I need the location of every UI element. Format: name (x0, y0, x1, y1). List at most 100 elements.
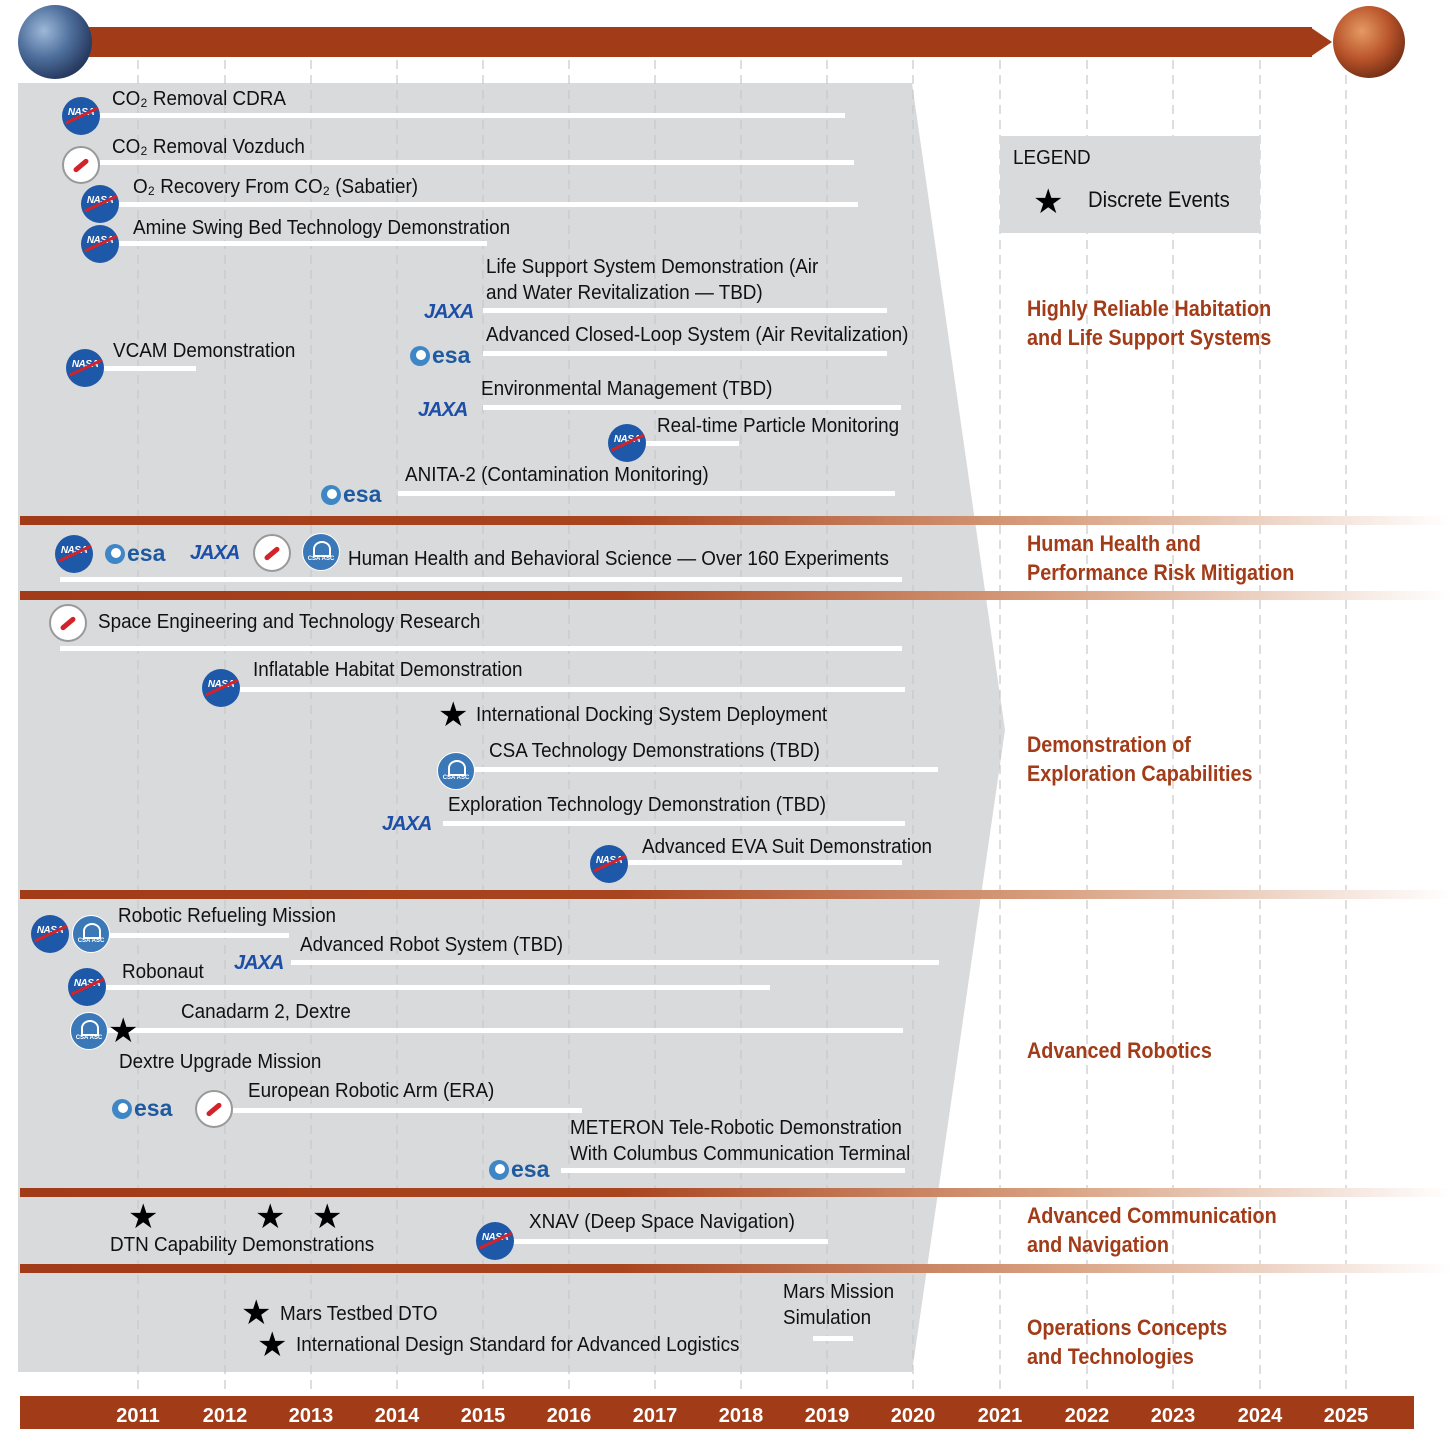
bar-particle (643, 441, 739, 446)
nasa-logo-icon: NASA (62, 97, 100, 135)
csa-logo-icon: CSA ASC (437, 752, 475, 790)
mars-globe-icon (1333, 6, 1405, 78)
year-label: 2016 (546, 1405, 592, 1427)
nasa-logo-icon: NASA (55, 535, 93, 573)
bar-meteron (561, 1168, 905, 1173)
jaxa-logo-icon: JAXA (382, 813, 432, 835)
item-env: Environmental Management (TBD) (481, 377, 773, 400)
item-canadarm: Canadarm 2, Dextre (181, 1000, 351, 1023)
item-o2-recovery: O₂ Recovery From CO₂ (Sabatier) (133, 175, 419, 198)
item-mars-sim-line1: Mars Mission (783, 1280, 895, 1303)
bar-csa-tech (473, 767, 938, 772)
bar-inflatable (238, 687, 905, 692)
item-meteron-line2: With Columbus Communication Terminal (570, 1142, 911, 1165)
bar-canadarm (108, 1028, 903, 1033)
year-label: 2017 (632, 1405, 678, 1427)
item-lss-line1: Life Support System Demonstration (Air (486, 255, 819, 278)
year-label: 2020 (890, 1405, 936, 1427)
earth-globe-icon (18, 5, 92, 79)
category-habitation: Highly Reliable Habitation and Life Supp… (1027, 296, 1272, 350)
bar-env (483, 405, 901, 410)
item-anita: ANITA-2 (Contamination Monitoring) (405, 463, 709, 486)
item-ars: Advanced Robot System (TBD) (300, 933, 564, 956)
year-label: 2019 (804, 1405, 850, 1427)
item-co2-cdra: CO₂ Removal CDRA (112, 87, 286, 110)
year-label: 2018 (718, 1405, 764, 1427)
roscosmos-logo-icon (253, 534, 291, 572)
bar-aclos (483, 351, 887, 356)
roscosmos-logo-icon (49, 604, 87, 642)
bar-anita (398, 491, 895, 496)
bar-xnav (512, 1239, 828, 1244)
item-dextre-upgrade: Dextre Upgrade Mission (119, 1050, 322, 1073)
star-icon: ★ (108, 1012, 139, 1050)
nasa-logo-icon: NASA (608, 424, 646, 462)
item-expl-tech: Exploration Technology Demonstration (TB… (448, 793, 827, 816)
year-label: 2023 (1150, 1405, 1196, 1427)
item-csa-tech: CSA Technology Demonstrations (TBD) (489, 739, 820, 762)
item-mars-testbed: Mars Testbed DTO (280, 1302, 438, 1325)
bar-o2-recovery (113, 202, 858, 207)
bar-expl-tech (443, 821, 905, 826)
nasa-logo-icon: NASA (31, 915, 69, 953)
roscosmos-logo-icon (195, 1090, 233, 1128)
roscosmos-logo-icon (62, 146, 100, 184)
csa-logo-icon: CSA ASC (70, 1012, 108, 1050)
nasa-logo-icon: NASA (66, 349, 104, 387)
jaxa-logo-icon: JAXA (418, 399, 468, 421)
year-label: 2011 (116, 1405, 160, 1427)
year-label: 2013 (288, 1405, 334, 1427)
category-operations: Operations Concepts and Technologies (1027, 1315, 1228, 1369)
year-label: 2012 (202, 1405, 248, 1427)
item-meteron-line1: METERON Tele-Robotic Demonstration (570, 1116, 902, 1139)
jaxa-logo-icon: JAXA (190, 542, 240, 564)
star-icon: ★ (438, 696, 469, 734)
duration-bars (60, 113, 939, 1341)
timeline-arrow (50, 27, 1332, 57)
star-icon: ★ (312, 1198, 343, 1236)
bar-eva (626, 860, 902, 865)
star-icon: ★ (257, 1326, 288, 1364)
legend-item: Discrete Events (1088, 187, 1230, 212)
bar-ars (291, 960, 939, 965)
bar-lss (483, 308, 887, 313)
jaxa-logo-icon: JAXA (234, 952, 284, 974)
csa-logo-icon: CSA ASC (72, 915, 110, 953)
item-dtn: DTN Capability Demonstrations (110, 1233, 375, 1256)
category-exploration: Demonstration of Exploration Capabilitie… (1027, 732, 1253, 786)
nasa-logo-icon: NASA (81, 225, 119, 263)
year-label: 2022 (1064, 1405, 1110, 1427)
nasa-logo-icon: NASA (476, 1222, 514, 1260)
bar-era (233, 1108, 582, 1113)
year-label: 2014 (374, 1405, 420, 1427)
nasa-logo-icon: NASA (202, 669, 240, 707)
year-label: 2015 (460, 1405, 506, 1427)
bar-amine (117, 241, 487, 246)
year-label: 2025 (1323, 1405, 1369, 1427)
bar-co2-vozduch (100, 160, 854, 165)
category-human-health: Human Health and Performance Risk Mitiga… (1027, 531, 1295, 585)
category-robotics: Advanced Robotics (1027, 1038, 1212, 1063)
item-aclos: Advanced Closed-Loop System (Air Revital… (486, 323, 909, 346)
item-robonaut: Robonaut (122, 960, 204, 983)
bar-health (60, 577, 902, 582)
jaxa-logo-icon: JAXA (424, 301, 474, 323)
item-co2-vozduch: CO₂ Removal Vozduch (112, 135, 305, 158)
nasa-logo-icon: NASA (81, 185, 119, 223)
item-inflatable: Inflatable Habitat Demonstration (253, 658, 523, 681)
item-era: European Robotic Arm (ERA) (248, 1079, 495, 1102)
year-label: 2021 (977, 1405, 1023, 1427)
bar-space-eng (60, 646, 902, 651)
legend-box (1000, 136, 1260, 233)
bar-mars-sim (813, 1336, 853, 1341)
item-ids: International Docking System Deployment (476, 703, 828, 726)
bar-vcam (100, 366, 196, 371)
item-particle: Real-time Particle Monitoring (657, 414, 900, 437)
bar-robonaut (104, 985, 770, 990)
star-icon: ★ (128, 1198, 159, 1236)
bar-rrm (103, 933, 289, 938)
item-vcam: VCAM Demonstration (113, 339, 296, 362)
item-mars-sim-line2: Simulation (783, 1306, 872, 1329)
star-icon: ★ (255, 1198, 286, 1236)
